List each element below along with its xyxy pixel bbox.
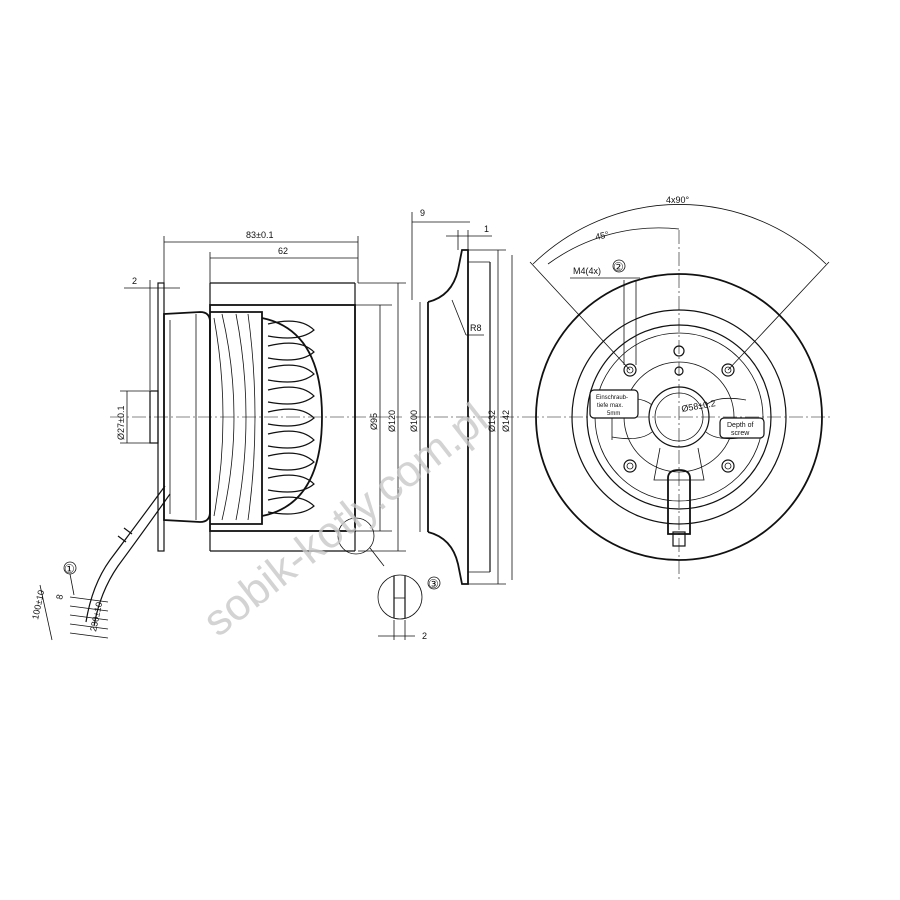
center-dia: Ø58±0.2 bbox=[681, 398, 717, 414]
thread-label: M4(4x) bbox=[573, 266, 601, 276]
blade-rib bbox=[267, 474, 315, 493]
note-de-line3: 5mm bbox=[607, 411, 620, 417]
inlet-ring-view: 9 1 R8 Ø100 Ø132 Ø142 bbox=[409, 208, 525, 585]
dim-1: 1 bbox=[484, 224, 489, 234]
dim-r8: R8 bbox=[470, 323, 482, 333]
angle-45: 45° bbox=[594, 229, 610, 242]
impeller-hub-outline bbox=[261, 317, 323, 517]
callout-2: ② bbox=[613, 260, 624, 274]
blade-rib bbox=[267, 342, 315, 361]
callout-3: ③ bbox=[428, 577, 439, 591]
cable-dim-8: 8 bbox=[54, 593, 65, 600]
angle-4x90: 4x90° bbox=[666, 195, 690, 205]
dim-hub-dia: Ø27±0.1 bbox=[116, 406, 126, 440]
dim-flange: 2 bbox=[132, 276, 137, 286]
dim-total-length: 83±0.1 bbox=[246, 230, 273, 240]
note-de-line2: tiefe max. bbox=[597, 403, 623, 409]
cable-dim-230: 230±10 bbox=[88, 601, 104, 632]
front-view: 4x90° 45° M4(4x) ② Einschraub- tiefe max… bbox=[525, 195, 830, 580]
cable-dim-100: 100±10 bbox=[30, 589, 46, 620]
dim-9: 9 bbox=[420, 208, 425, 218]
side-view: ① 100±10 8 230±10 83±0.1 62 2 Ø27±0.1 Ø9… bbox=[30, 230, 441, 641]
blade-rib bbox=[267, 364, 315, 383]
note-en-line2: screw bbox=[731, 430, 750, 437]
detail-dim-2: 2 bbox=[422, 631, 427, 641]
dim-d100: Ø100 bbox=[409, 410, 419, 432]
dim-d132: Ø132 bbox=[487, 410, 497, 432]
blade-rib bbox=[267, 496, 315, 515]
blade-rib bbox=[267, 320, 315, 339]
blade-rib bbox=[267, 430, 315, 449]
callout-1: ① bbox=[64, 562, 75, 576]
dim-d142: Ø142 bbox=[501, 410, 511, 432]
blade-rib bbox=[267, 386, 315, 405]
dim-d95: Ø95 bbox=[369, 413, 379, 430]
blade-rib bbox=[267, 452, 315, 471]
blade-rib bbox=[267, 408, 315, 427]
watermark: sobik-kotly.com.pl bbox=[194, 394, 497, 646]
note-en-line1: Depth of bbox=[727, 422, 754, 429]
dim-body-length: 62 bbox=[278, 246, 288, 256]
note-de-line1: Einschraub- bbox=[596, 395, 628, 401]
dim-d120: Ø120 bbox=[387, 410, 397, 432]
